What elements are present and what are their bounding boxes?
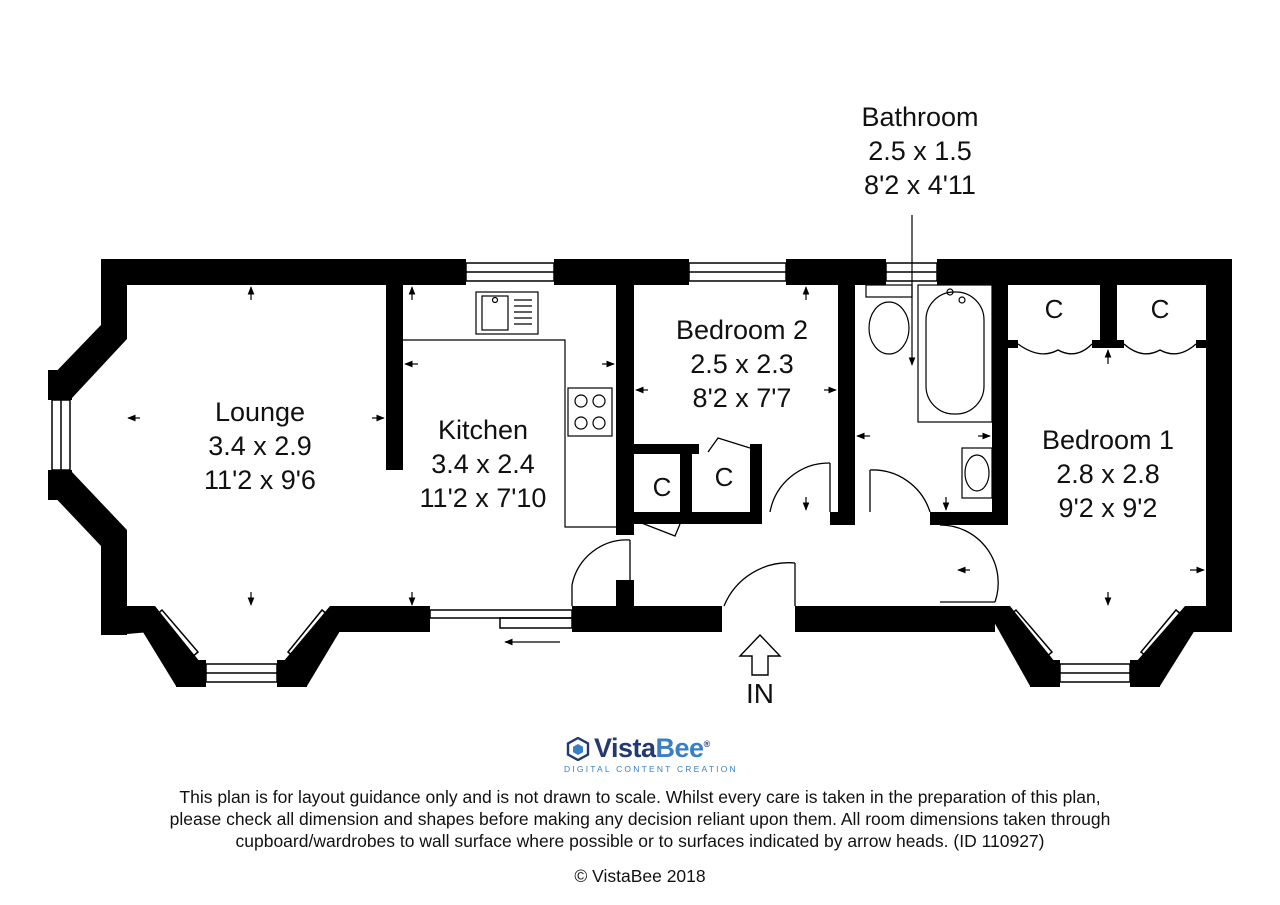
wall-kitchen-bed2 [616, 285, 634, 535]
wardrobe-divider [1100, 285, 1117, 340]
cupboard-label-hall-1: C [652, 472, 672, 502]
logo-wordmark: VistaBee® [594, 733, 710, 764]
lounge-name: Lounge [214, 397, 306, 427]
cupboard-label-wardrobe-1: C [1044, 294, 1064, 324]
front-wall-right [795, 606, 995, 632]
cupboard-label-hall-2: C [714, 462, 734, 492]
wall-cupboard2-bottom [692, 512, 762, 524]
logo-name-b: Bee [655, 733, 705, 763]
entrance-arrow-icon [738, 633, 782, 676]
wall-cupboard-divider [680, 454, 692, 524]
wall-hall-stub [616, 580, 634, 610]
wall-lounge-kitchen [386, 285, 403, 470]
wall-bed2-bath [838, 285, 855, 525]
bedroom2-label: Bedroom 2 2.5 x 2.3 8'2 x 7'7 [652, 313, 832, 415]
wardrobe-jamb-a [1008, 340, 1018, 348]
windows [51, 262, 1192, 683]
door-bed1-swing [939, 524, 999, 603]
vistabee-hex-icon [566, 737, 590, 761]
bed1-bay-post-a [1030, 660, 1060, 687]
wardrobe-doors-right [1123, 343, 1197, 355]
window-bed1-bay-left [1000, 608, 1054, 666]
kitchen-metric: 3.4 x 2.4 [431, 449, 535, 479]
bedroom2-imperial: 8'2 x 7'7 [692, 383, 792, 413]
kitchen-imperial: 11'2 x 7'10 [419, 483, 547, 513]
measure-arrows [127, 215, 1205, 646]
top-wall-kitchen [554, 259, 689, 285]
window-lounge-bay-right [286, 608, 338, 666]
bedroom2-metric: 2.5 x 2.3 [690, 349, 794, 379]
cupboard-label-wardrobe-2: C [1150, 294, 1170, 324]
top-wall-bedroom1 [937, 259, 1232, 285]
wardrobe-doors-left [1017, 343, 1093, 355]
door-cupboard1 [633, 519, 681, 537]
front-wall-left [572, 606, 722, 632]
wall-cupboard-top [634, 444, 699, 454]
bay-lower-post [48, 472, 127, 546]
copyright: © VistaBee 2018 [574, 866, 706, 886]
right-wall [1206, 259, 1232, 632]
window-lounge-bay-upper [53, 328, 116, 392]
wardrobe-jamb-c [1196, 340, 1206, 348]
disclaimer-line-3: cupboard/wardrobes to wall surface where… [235, 831, 1045, 851]
wardrobe-jamb-b [1092, 340, 1124, 348]
door-bed2-swing [769, 462, 831, 513]
door-cupboard2 [707, 437, 751, 453]
bedroom1-imperial: 9'2 x 9'2 [1058, 493, 1158, 523]
basin [961, 447, 993, 499]
wall-bed2-door-jamb [830, 512, 855, 525]
bath [917, 284, 993, 423]
window-lounge-bay-lower [53, 478, 116, 542]
wall-cupboard1-bottom [634, 512, 682, 524]
lounge-metric: 3.4 x 2.9 [208, 431, 312, 461]
door-hall-swing [571, 539, 631, 606]
bathroom-label: Bathroom 2.5 x 1.5 8'2 x 4'11 [830, 100, 1010, 202]
logo-reg: ® [703, 739, 711, 749]
logo-name-a: Vista [594, 733, 656, 763]
vistabee-logo: VistaBee® DIGITAL CONTENT CREATION [560, 733, 736, 778]
door-bath-swing [869, 469, 931, 513]
top-wall-bedroom2 [786, 259, 886, 285]
toilet-bowl [868, 301, 910, 355]
lounge-imperial: 11'2 x 9'6 [204, 465, 316, 495]
top-wall-lounge [101, 259, 466, 285]
entrance-label: IN [746, 678, 774, 709]
bedroom1-name: Bedroom 1 [1041, 425, 1175, 455]
bathroom-metric: 2.5 x 1.5 [868, 136, 972, 166]
patio-door-frame [429, 609, 573, 619]
bathroom-fittings [865, 284, 993, 499]
kitchen-fittings [403, 291, 616, 528]
wall-bath-bed1 [992, 285, 1008, 525]
bedroom2-name: Bedroom 2 [675, 315, 809, 345]
bathroom-imperial: 8'2 x 4'11 [864, 170, 976, 200]
disclaimer-line-1: This plan is for layout guidance only an… [179, 787, 1101, 807]
wall-cupboard2-right [750, 444, 762, 524]
hob [567, 387, 613, 437]
sink [475, 291, 539, 335]
kitchen-worktop [403, 339, 616, 528]
logo-tagline: DIGITAL CONTENT CREATION [564, 764, 738, 774]
door-entrance-swing [723, 562, 796, 607]
window-lounge-bay-left [146, 608, 200, 666]
outer-walls [48, 259, 1232, 687]
lounge-bay-post-a [176, 660, 206, 687]
kitchen-label: Kitchen 3.4 x 2.4 11'2 x 7'10 [398, 413, 568, 515]
doors [571, 343, 1197, 607]
disclaimer-line-2: please check all dimension and shapes be… [169, 809, 1111, 829]
wall-bath-door-jamb [930, 512, 958, 525]
bathroom-name: Bathroom [861, 102, 979, 132]
bedroom1-label: Bedroom 1 2.8 x 2.8 9'2 x 9'2 [1018, 423, 1198, 525]
lounge-bottom-wall [330, 606, 430, 632]
kitchen-name: Kitchen [437, 415, 529, 445]
lounge-label: Lounge 3.4 x 2.9 11'2 x 9'6 [180, 395, 340, 497]
toilet-cistern [865, 284, 913, 298]
bay-post-1 [48, 370, 72, 400]
internal-walls [386, 285, 1206, 610]
left-wall-upper [101, 259, 127, 339]
disclaimer: This plan is for layout guidance only an… [60, 786, 1220, 852]
window-bed1-bay-right [1139, 608, 1192, 666]
bedroom1-metric: 2.8 x 2.8 [1056, 459, 1160, 489]
